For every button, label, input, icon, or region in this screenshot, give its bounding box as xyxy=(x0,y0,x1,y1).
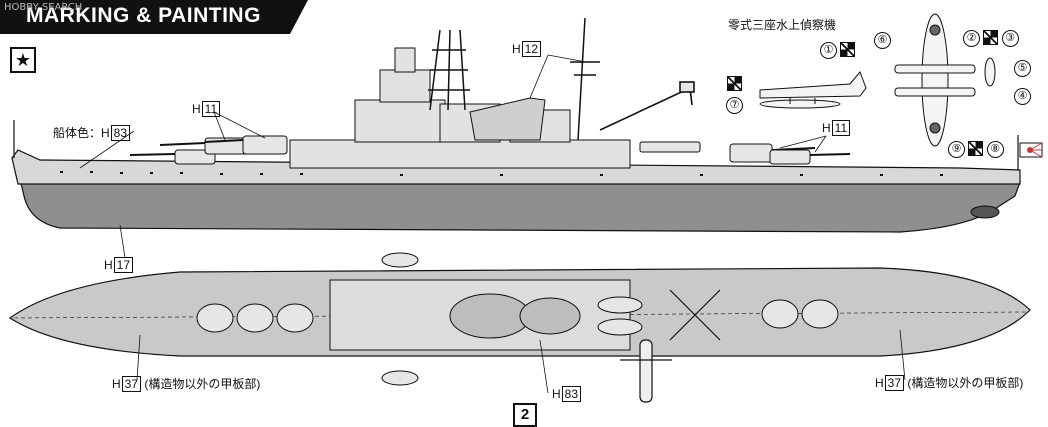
marking-5: ⑤ xyxy=(1014,60,1031,77)
main-mast xyxy=(570,17,600,141)
marking-9-8: ⑨ ⑧ xyxy=(948,141,1004,158)
checker-flag-icon xyxy=(840,42,856,58)
seaplane-title: 零式三座水上偵察機 xyxy=(728,18,837,32)
header-bar xyxy=(0,0,308,34)
page-title: MARKING & PAINTING xyxy=(26,4,261,27)
crane xyxy=(599,81,695,131)
marking-flag-7 xyxy=(727,76,742,92)
forward-turrets xyxy=(129,135,288,165)
marking-6: ⑥ xyxy=(874,32,891,49)
aft-turrets xyxy=(639,141,851,165)
watermark: HOBBY SEARCH xyxy=(4,2,83,13)
leader-lines xyxy=(79,54,906,394)
checker-flag-icon xyxy=(727,76,742,92)
marking-7: ⑦ xyxy=(726,97,743,114)
seaplane-side xyxy=(759,71,867,109)
page-number: 2 xyxy=(513,403,537,427)
seaplane-top xyxy=(894,13,996,147)
marking-2-3: ② ③ xyxy=(963,30,1019,47)
ensign-flag xyxy=(1019,142,1043,158)
marking-1: ① xyxy=(820,42,856,59)
side-view-ship xyxy=(11,17,1021,233)
marking-4: ④ xyxy=(1014,88,1031,105)
checker-flag-icon xyxy=(968,141,984,157)
top-view-ship xyxy=(8,252,1031,403)
bridge-superstructure xyxy=(289,47,631,169)
star-icon: ★ xyxy=(10,47,36,73)
forward-tower xyxy=(428,29,470,111)
checker-flag-icon xyxy=(983,30,999,46)
